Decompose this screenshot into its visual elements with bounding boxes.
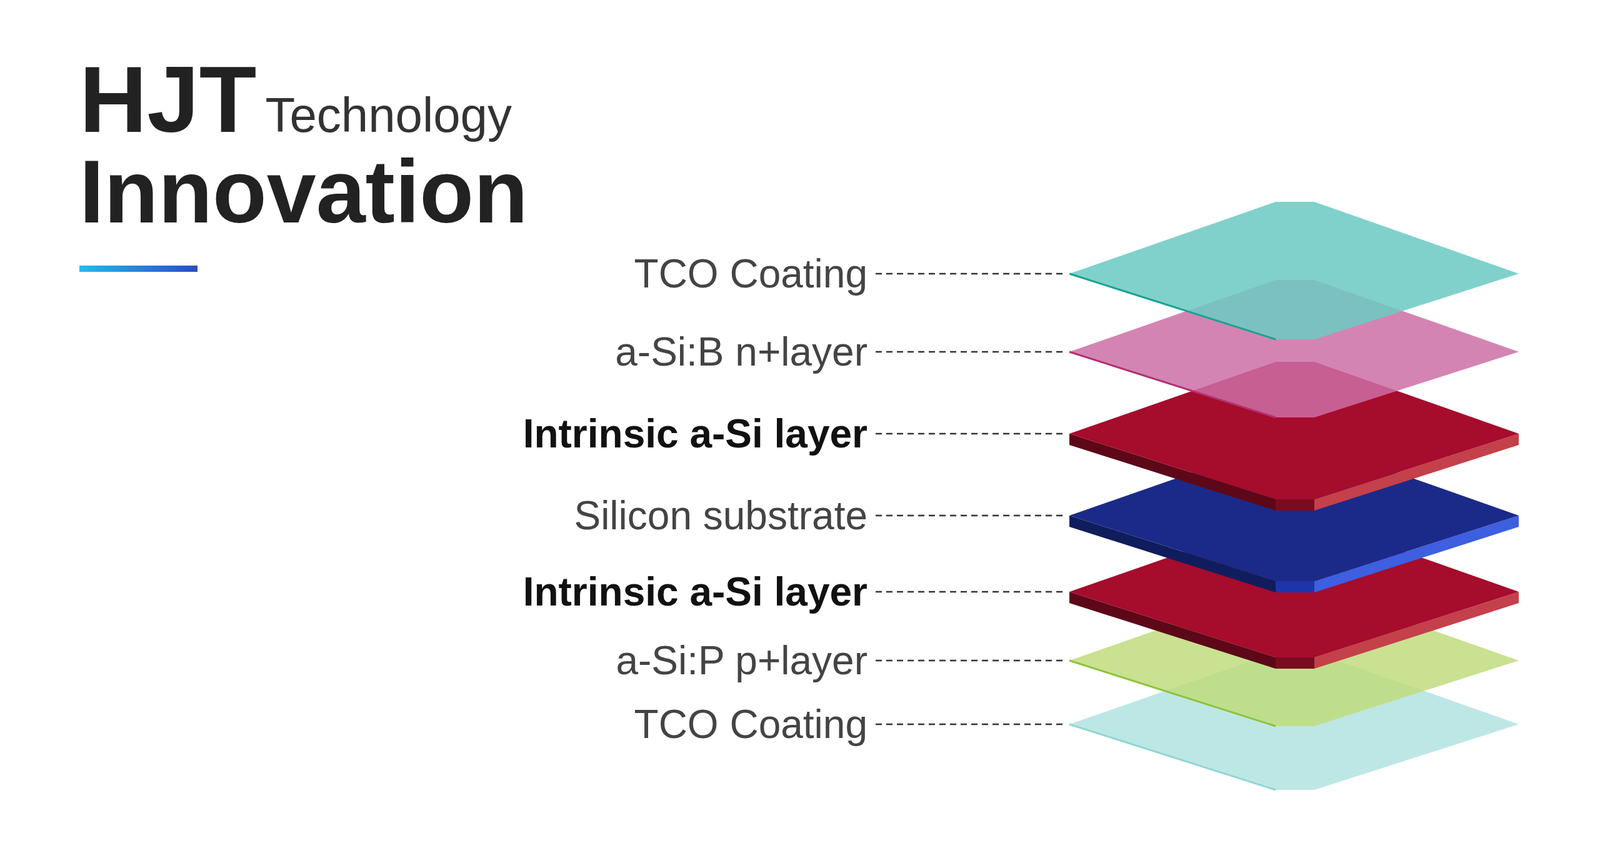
- title-text: Innovation: [79, 147, 529, 237]
- layer-label: a-Si:P p+layer: [615, 640, 868, 681]
- leader-line: [875, 591, 1064, 594]
- layer-label: Intrinsic a-Si layer: [523, 413, 868, 454]
- leader-line: [875, 723, 1064, 726]
- leader-line: [875, 515, 1064, 517]
- title-row: HJTTechnology: [79, 52, 512, 147]
- leader-line: [875, 273, 1064, 275]
- title-underline: [79, 265, 198, 272]
- leader-line: [875, 351, 1064, 354]
- layer-label: Silicon substrate: [573, 495, 868, 536]
- layer-label: TCO Coating: [634, 253, 868, 294]
- leader-lines: [875, 273, 1064, 725]
- title-text: HJT: [79, 52, 257, 147]
- title-subtext: Technology: [265, 90, 512, 140]
- layer-label: TCO Coating: [634, 704, 868, 745]
- leader-line: [875, 433, 1064, 435]
- layer-label: Intrinsic a-Si layer: [523, 571, 868, 612]
- tco-layer: [1069, 201, 1519, 340]
- leader-line: [875, 660, 1064, 662]
- layer-label: a-Si:B n+layer: [615, 331, 868, 372]
